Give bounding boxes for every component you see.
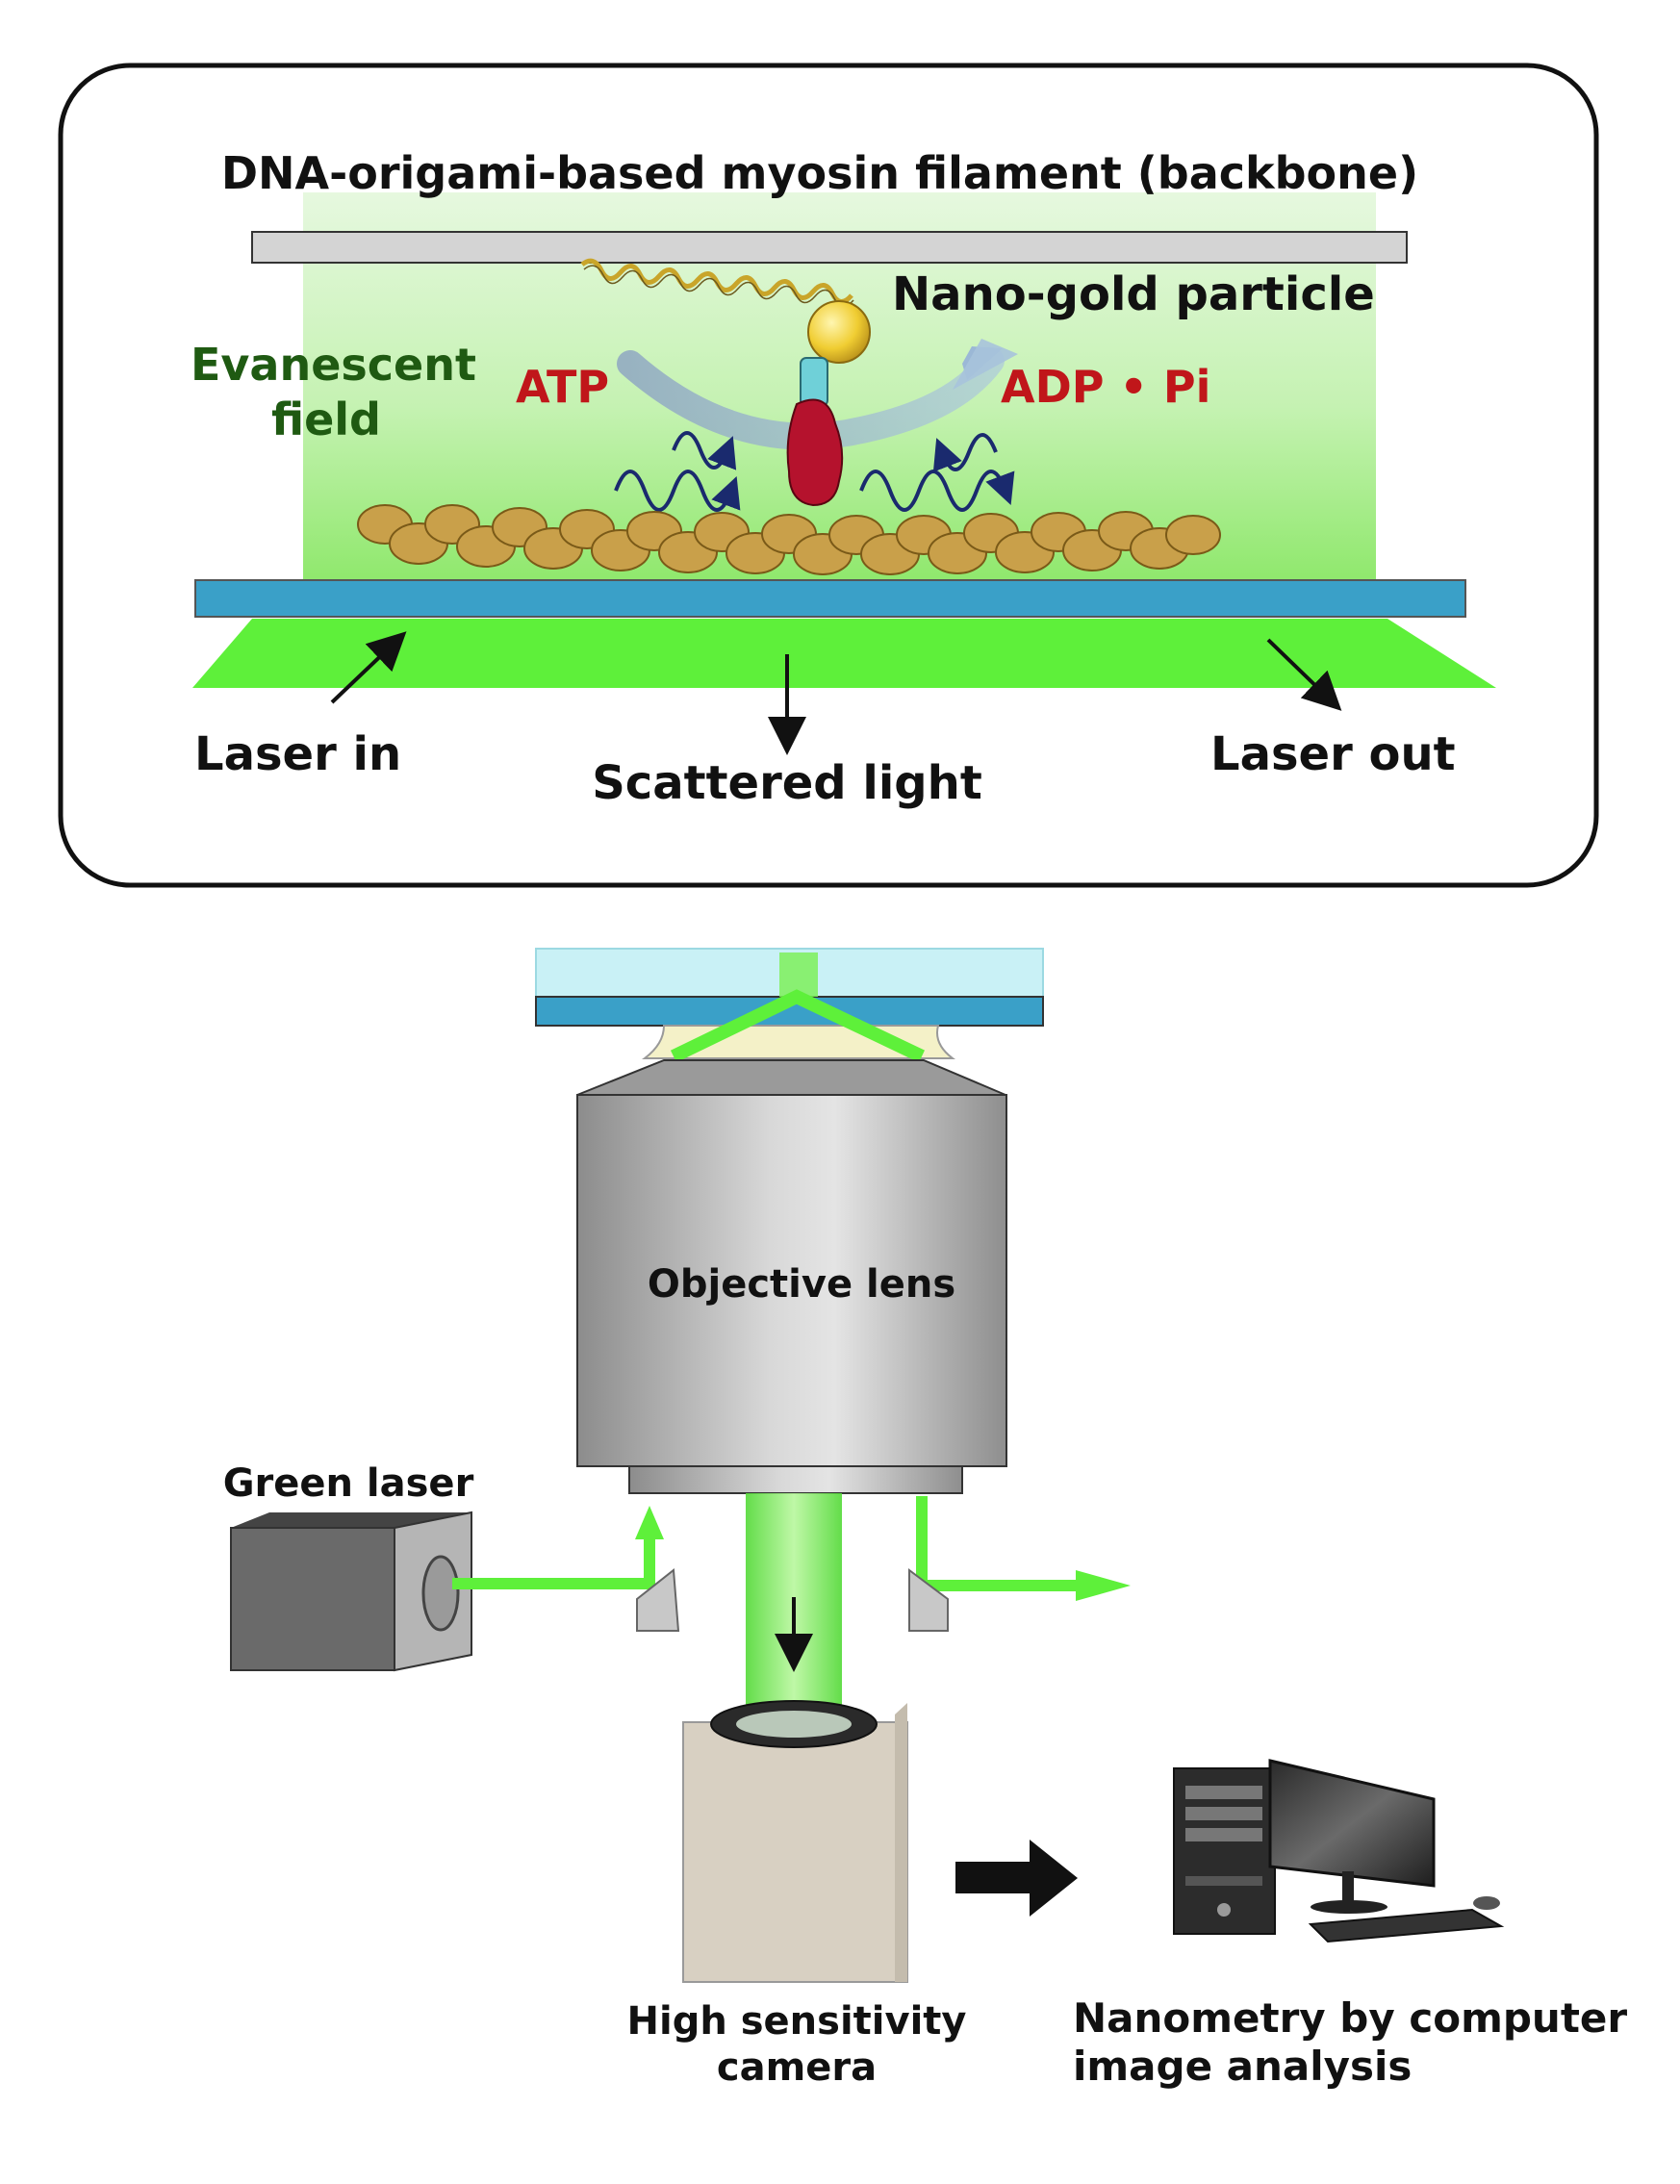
laser-input-beam bbox=[452, 1535, 655, 1589]
myosin-lever-arm bbox=[800, 357, 828, 407]
laser-output-beam bbox=[916, 1496, 1078, 1591]
right-mirror bbox=[908, 1568, 949, 1632]
diffusion-arrows-right bbox=[859, 433, 1015, 512]
glass-substrate bbox=[194, 579, 1466, 618]
analysis-label-line2: image analysis bbox=[1073, 2043, 1412, 2090]
nano-gold-label: Nano-gold particle bbox=[892, 267, 1375, 321]
camera-body bbox=[682, 1721, 908, 1983]
laser-output-arrowhead bbox=[1076, 1570, 1131, 1601]
computer-tower-bay3 bbox=[1185, 1828, 1262, 1841]
green-laser-label: Green laser bbox=[223, 1461, 474, 1506]
camera-lens-glass bbox=[736, 1711, 852, 1738]
left-mirror bbox=[636, 1568, 680, 1632]
laser-in-arrow bbox=[330, 631, 407, 704]
computer-keyboard bbox=[1308, 1908, 1505, 1943]
atp-label: ATP bbox=[516, 361, 609, 413]
objective-lens-body bbox=[576, 1094, 1007, 1467]
diffusion-arrows-left bbox=[614, 431, 741, 512]
atp-turnover-arc bbox=[617, 347, 1005, 450]
camera-body-side bbox=[895, 1703, 907, 1982]
camera-label-line1: High sensitivity bbox=[627, 1999, 967, 2044]
myosin-spring-linker bbox=[580, 258, 853, 304]
laser-out-label: Laser out bbox=[1210, 727, 1456, 781]
objective-lens-label: Objective lens bbox=[648, 1262, 955, 1307]
atp-turnover-arrowhead-tip bbox=[953, 339, 1018, 390]
nano-gold-particle bbox=[807, 300, 871, 364]
myosin-motor-head bbox=[786, 398, 844, 507]
adp-label: ADP • Pi bbox=[1001, 361, 1210, 413]
tir-beam-path bbox=[670, 989, 926, 1063]
objective-lens-base bbox=[628, 1465, 963, 1494]
computer-mouse bbox=[1473, 1896, 1500, 1910]
laser-input-arrowhead bbox=[635, 1506, 664, 1539]
computer-monitor bbox=[1268, 1759, 1436, 1888]
computer-tower-bay2 bbox=[1185, 1807, 1262, 1820]
green-laser-aperture bbox=[421, 1555, 460, 1632]
camera-to-computer-arrow bbox=[955, 1840, 1078, 1917]
objective-lens-top-cone bbox=[576, 1059, 1006, 1096]
laser-in-label: Laser in bbox=[194, 727, 401, 781]
laser-light-sheet bbox=[192, 619, 1496, 688]
actin-filament bbox=[357, 504, 1221, 575]
computer-power-icon bbox=[1217, 1903, 1231, 1917]
monitor-stand bbox=[1342, 1871, 1354, 1905]
monitor-base bbox=[1311, 1900, 1387, 1914]
backbone-label: DNA-origami-based myosin filament (backb… bbox=[221, 147, 1418, 199]
evanescent-label-line1: Evanescent bbox=[191, 339, 476, 391]
green-laser-box-front bbox=[230, 1527, 395, 1671]
evanescent-label-line2: field bbox=[271, 394, 381, 445]
scattered-light-label: Scattered light bbox=[592, 756, 982, 810]
myosin-spring-shadow bbox=[583, 265, 854, 308]
dna-origami-backbone-bar bbox=[251, 231, 1408, 264]
computer-tower-bay1 bbox=[1185, 1786, 1262, 1799]
computer-tower-bay4 bbox=[1185, 1876, 1262, 1886]
laser-out-arrow bbox=[1266, 638, 1342, 711]
analysis-label-line1: Nanometry by computer bbox=[1073, 1994, 1627, 2042]
camera-label-line2: camera bbox=[717, 2045, 877, 2090]
vertical-green-beam-top bbox=[779, 952, 818, 997]
